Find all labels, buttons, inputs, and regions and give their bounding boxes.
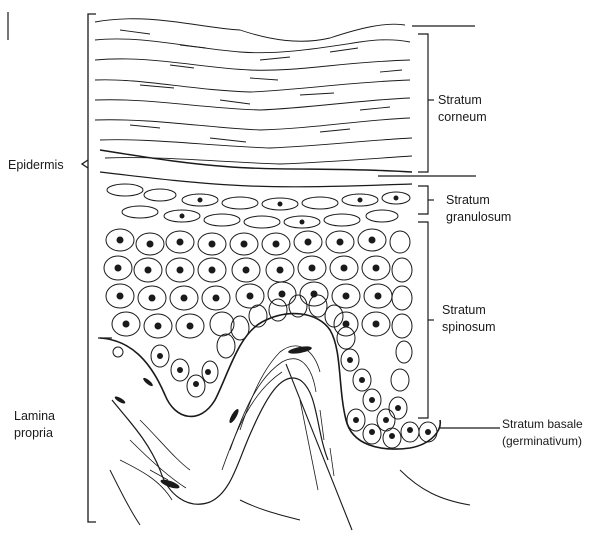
epidermis-label-text: Epidermis [8,157,64,174]
stratum-corneum-label: Stratum corneum [438,92,487,126]
stratum-basale-label-line2: (germinativum) [502,433,583,450]
lamina-propria-label-line1: Lamina [14,408,55,425]
lamina-propria-dark-fibers [114,345,313,490]
stratum-corneum-label-line1: Stratum [438,92,487,109]
stratum-granulosum-bracket [418,186,434,214]
lamina-propria-label: Lamina propria [14,408,55,442]
papilla-pointer-line [286,364,352,530]
stratum-granulosum-label: Stratum granulosum [446,192,511,226]
lamina-propria-label-line2: propria [14,425,55,442]
stratum-basale-label: Stratum basale (germinativum) [502,416,583,450]
stratum-granulosum-label-line2: granulosum [446,209,511,226]
stratum-spinosum-label-line1: Stratum [442,302,496,319]
stratum-granulosum-label-line1: Stratum [446,192,511,209]
lamina-propria-cell [113,347,123,357]
stratum-spinosum-label-line2: spinosum [442,319,496,336]
lamina-propria-fibers [120,346,334,500]
epidermis-label: Epidermis [8,157,64,174]
stratum-corneum-label-line2: corneum [438,109,487,126]
corneum-boundary [100,150,412,172]
stratum-basale-label-line1: Stratum basale [502,416,583,433]
stratum-spinosum-label: Stratum spinosum [442,302,496,336]
epidermis-bracket [82,14,96,522]
stratum-granulosum-cells [107,184,410,228]
tissue-illustration [95,19,470,525]
stratum-spinosum-bracket [418,222,434,418]
stratum-corneum-layers [95,19,412,164]
